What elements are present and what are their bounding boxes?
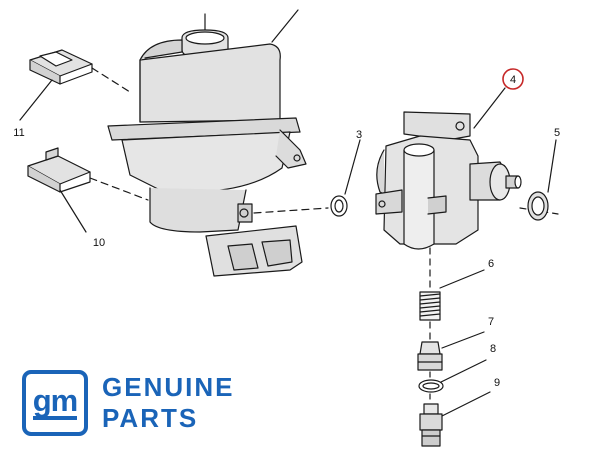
brand-line-parts: PARTS [102, 403, 199, 433]
callout-3: 3 [356, 129, 362, 141]
valve-part-7 [417, 331, 485, 381]
callout-6: 6 [488, 258, 494, 270]
fitting-part-9 [419, 391, 491, 447]
callout-11: 11 [13, 127, 24, 139]
callout-7: 7 [488, 316, 494, 328]
callout-8: 8 [490, 343, 496, 355]
callout-5: 5 [554, 127, 560, 139]
callout-10: 10 [93, 237, 105, 249]
gm-genuine-parts-brand: gm GENUINE PARTS [22, 370, 252, 440]
gm-logo-text: gm [32, 382, 78, 420]
gm-logo-icon: gm [22, 370, 88, 436]
clip-part-11 [19, 49, 131, 121]
callout-9: 9 [494, 377, 500, 389]
pump-part-4 [375, 87, 522, 293]
brand-line-genuine: GENUINE [102, 372, 235, 402]
brand-wordmark: GENUINE PARTS [102, 372, 234, 434]
o-ring-part-3 [330, 139, 361, 217]
callout-4: 4 [510, 74, 516, 86]
o-ring-part-8 [418, 359, 487, 403]
seal-part-5 [519, 139, 559, 221]
reservoir [107, 9, 329, 277]
spring-part-6 [419, 269, 485, 341]
highlight-circle [502, 68, 524, 90]
clip-part-10 [27, 147, 149, 233]
